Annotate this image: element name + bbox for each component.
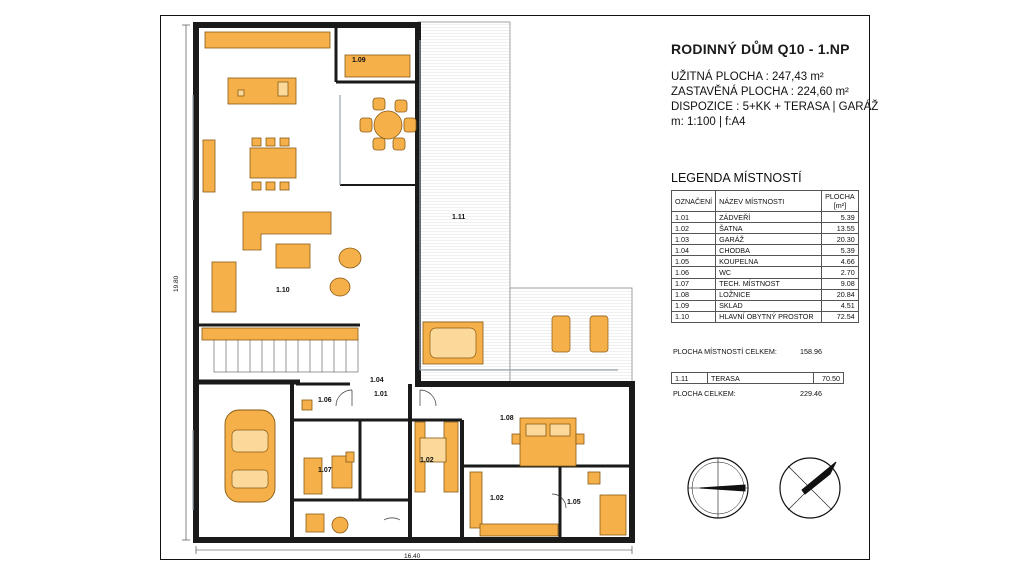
cell-code: 1.06 xyxy=(670,266,717,279)
cell-name: GARÁŽ xyxy=(715,233,823,246)
room-label: 1.07 xyxy=(318,467,332,474)
legend-title: LEGENDA MÍSTNOSTÍ xyxy=(671,171,802,185)
cell-area: 5.39 xyxy=(821,244,859,257)
cell-code: 1.05 xyxy=(670,255,717,268)
dimension-depth: 19.80 xyxy=(173,275,180,292)
cell-name: TECH. MÍSTNOST xyxy=(715,277,823,290)
cell-code: 1.08 xyxy=(670,288,717,301)
cell-name: HLAVNÍ OBYTNÝ PROSTOR xyxy=(715,310,823,323)
room-label: 1.09 xyxy=(352,57,366,64)
table-header: OZNAČENÍ NÁZEV MÍSTNOSTI PLOCHA[m²] xyxy=(670,190,859,212)
cell-name: SKLAD xyxy=(715,299,823,312)
doors xyxy=(335,389,567,521)
room-label: 1.02 xyxy=(490,495,504,502)
room-label: 1.08 xyxy=(500,415,514,422)
cell-name: CHODBA xyxy=(715,244,823,257)
cell-area: 20.84 xyxy=(821,288,859,301)
room-label: 1.06 xyxy=(318,397,332,404)
cell-area: 5.39 xyxy=(821,210,859,224)
cell-code: 1.07 xyxy=(670,277,717,290)
walls xyxy=(193,22,635,543)
cell-code: 1.01 xyxy=(670,210,717,224)
dimension-width: 16.40 xyxy=(404,553,421,560)
glazing xyxy=(192,40,618,510)
stairs xyxy=(213,337,359,373)
car xyxy=(224,409,276,503)
cell-code: 1.02 xyxy=(670,222,717,235)
room-legend-table: OZNAČENÍ NÁZEV MÍSTNOSTI PLOCHA[m²] 1.01… xyxy=(670,190,859,323)
north-arrow-icon xyxy=(687,457,749,519)
cell-name: KOUPELNA xyxy=(715,255,823,268)
room-label: 1.04 xyxy=(370,377,384,384)
cell-area: 72.54 xyxy=(821,310,859,323)
built-area: ZASTAVĚNÁ PLOCHA : 224,60 m² xyxy=(671,86,849,98)
terrace xyxy=(417,21,633,385)
furniture xyxy=(201,31,627,537)
scale: m: 1:100 | f:A4 xyxy=(671,116,746,128)
cell-name: WC xyxy=(715,266,823,279)
cell-area: 4.66 xyxy=(821,255,859,268)
rooms-total-value: 158.96 xyxy=(800,347,822,356)
cell-area: 13.55 xyxy=(821,222,859,235)
col-code: OZNAČENÍ xyxy=(670,190,717,212)
room-labels: 1.01 1.02 1.02 1.04 1.05 1.06 1.07 1.08 … xyxy=(276,57,581,506)
cell-name: ŠATNA xyxy=(715,222,823,235)
cell-name: LOŽNICE xyxy=(715,288,823,301)
cell-code: 1.09 xyxy=(670,299,717,312)
room-label: 1.05 xyxy=(567,499,581,506)
cell-area: 20.30 xyxy=(821,233,859,246)
cell-name: ZÁDVEŘÍ xyxy=(715,210,823,224)
room-label: 1.02 xyxy=(420,457,434,464)
sun-lounger xyxy=(551,315,571,353)
grand-total-value: 229.46 xyxy=(800,389,822,398)
room-label: 1.10 xyxy=(276,287,290,294)
room-label: 1.11 xyxy=(452,214,465,221)
cell-area: 2.70 xyxy=(821,266,859,279)
cell-area: 4.51 xyxy=(821,299,859,312)
table-row: 1.11 TERASA 70.50 xyxy=(671,371,844,385)
compass-icon xyxy=(779,457,841,519)
sun-lounger xyxy=(589,315,609,353)
room-label: 1.01 xyxy=(374,391,388,398)
grand-total-label: PLOCHA CELKEM: xyxy=(673,389,736,398)
col-name: NÁZEV MÍSTNOSTI xyxy=(715,190,823,212)
page-title: RODINNÝ DŮM Q10 - 1.NP xyxy=(671,41,850,57)
col-area: PLOCHA[m²] xyxy=(821,190,859,212)
terrace-table: 1.11 TERASA 70.50 xyxy=(671,371,844,385)
rooms-total-label: PLOCHA MÍSTNOSTÍ CELKEM: xyxy=(673,347,777,356)
cell-code: 1.04 xyxy=(670,244,717,257)
cell-code: 1.03 xyxy=(670,233,717,246)
dimension-lines xyxy=(182,24,633,554)
cell-code: 1.10 xyxy=(670,310,717,323)
cell-area: 9.08 xyxy=(821,277,859,290)
usable-area: UŽITNÁ PLOCHA : 247,43 m² xyxy=(671,71,824,83)
layout: DISPOZICE : 5+KK + TERASA | GARÁŽ xyxy=(671,101,879,113)
